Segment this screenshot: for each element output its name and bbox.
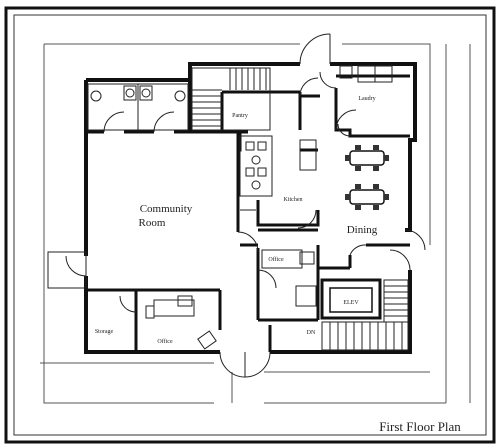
label-community-line1: Community	[140, 203, 193, 215]
office-furniture	[145, 249, 317, 350]
label-office-bottom: Office	[157, 338, 173, 345]
interior-walls	[86, 74, 410, 352]
plan-caption: First Floor Plan	[379, 419, 461, 434]
label-dining: Dining	[347, 224, 378, 236]
label-office-center: Office	[268, 256, 284, 263]
label-elevator: ELEV	[343, 300, 359, 306]
stairs-top	[191, 67, 271, 131]
kitchen-counters	[239, 135, 317, 211]
restroom-fixtures	[87, 83, 189, 133]
dining-tables	[345, 145, 389, 210]
label-kitchen: Kitchen	[284, 197, 303, 203]
inner-frame	[13, 14, 487, 436]
elevator-shaft	[320, 278, 382, 320]
laundry-fixtures	[335, 65, 393, 131]
label-pantry: Pantry	[232, 113, 248, 119]
door-swings	[47, 33, 426, 378]
exterior-walls	[84, 62, 417, 354]
label-dn: DN	[307, 330, 316, 336]
label-community-line2: Room	[139, 217, 166, 229]
label-storage: Storage	[95, 329, 114, 335]
outer-frame	[4, 6, 496, 444]
site-lines	[40, 43, 471, 404]
label-laundry: Laudry	[358, 96, 375, 102]
stairs-bottom	[321, 279, 409, 351]
